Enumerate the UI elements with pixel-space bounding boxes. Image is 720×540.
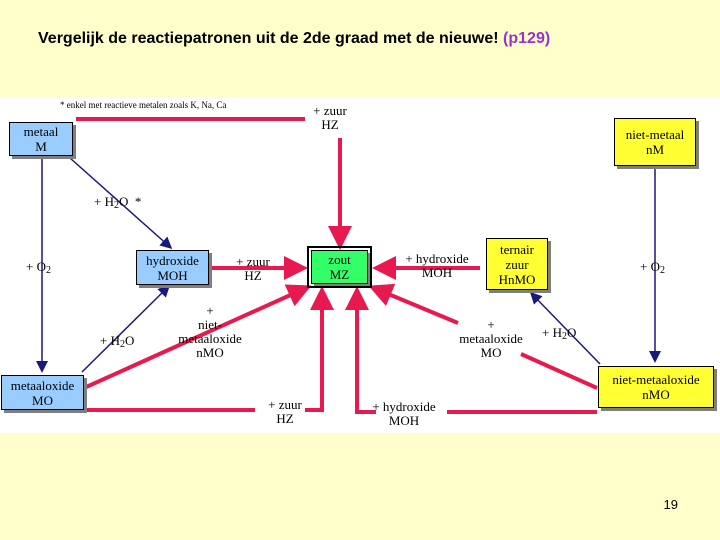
- box-hydroxide: hydroxide MOH: [136, 250, 209, 285]
- arrow-nietmetaaloxide-metaaloxide-zout-a: [520, 352, 598, 390]
- footnote: * enkel met reactieve metalen zoals K, N…: [60, 100, 227, 110]
- label-o2-right: + O2: [640, 259, 665, 277]
- label-h2o-right: + H2O: [542, 325, 577, 343]
- arrow-nietmetaaloxide-hydroxide-zout-2: [345, 286, 376, 414]
- arrow-metaaloxide-zuur-zout-2: [305, 286, 334, 412]
- label-h2o-left: + H2O: [100, 333, 135, 351]
- slide-number: 19: [663, 497, 678, 512]
- arrow-nietmetaaloxide-ternairzuur: [529, 291, 601, 365]
- arrow-metaal-hydroxide: [69, 157, 173, 249]
- label-h2o-star: + H2O *: [94, 194, 142, 212]
- box-niet-metaal: niet-metaal nM: [614, 118, 696, 166]
- box-niet-metaaloxide: niet-metaaloxide nMO: [598, 366, 714, 408]
- box-metaal: metaal M: [9, 122, 73, 156]
- box-metaaloxide: metaaloxide MO: [1, 375, 84, 410]
- arrow-metaaloxide-hydroxide: [81, 284, 171, 373]
- label-o2-left: + O2: [26, 259, 51, 277]
- arrow-nietmetaaloxide-metaaloxide-zout: [368, 283, 459, 325]
- arrow-metaal-zuur-zout: [76, 117, 352, 250]
- box-zout: zout MZ: [307, 246, 372, 288]
- slide-title: Vergelijk de reactiepatronen uit de 2de …: [38, 30, 551, 47]
- arrow-metaaloxide-nietmetaaloxide-zout: [83, 284, 312, 390]
- page-reference: (p129): [503, 30, 551, 47]
- box-ternair-zuur: ternair zuur HnMO: [486, 238, 548, 290]
